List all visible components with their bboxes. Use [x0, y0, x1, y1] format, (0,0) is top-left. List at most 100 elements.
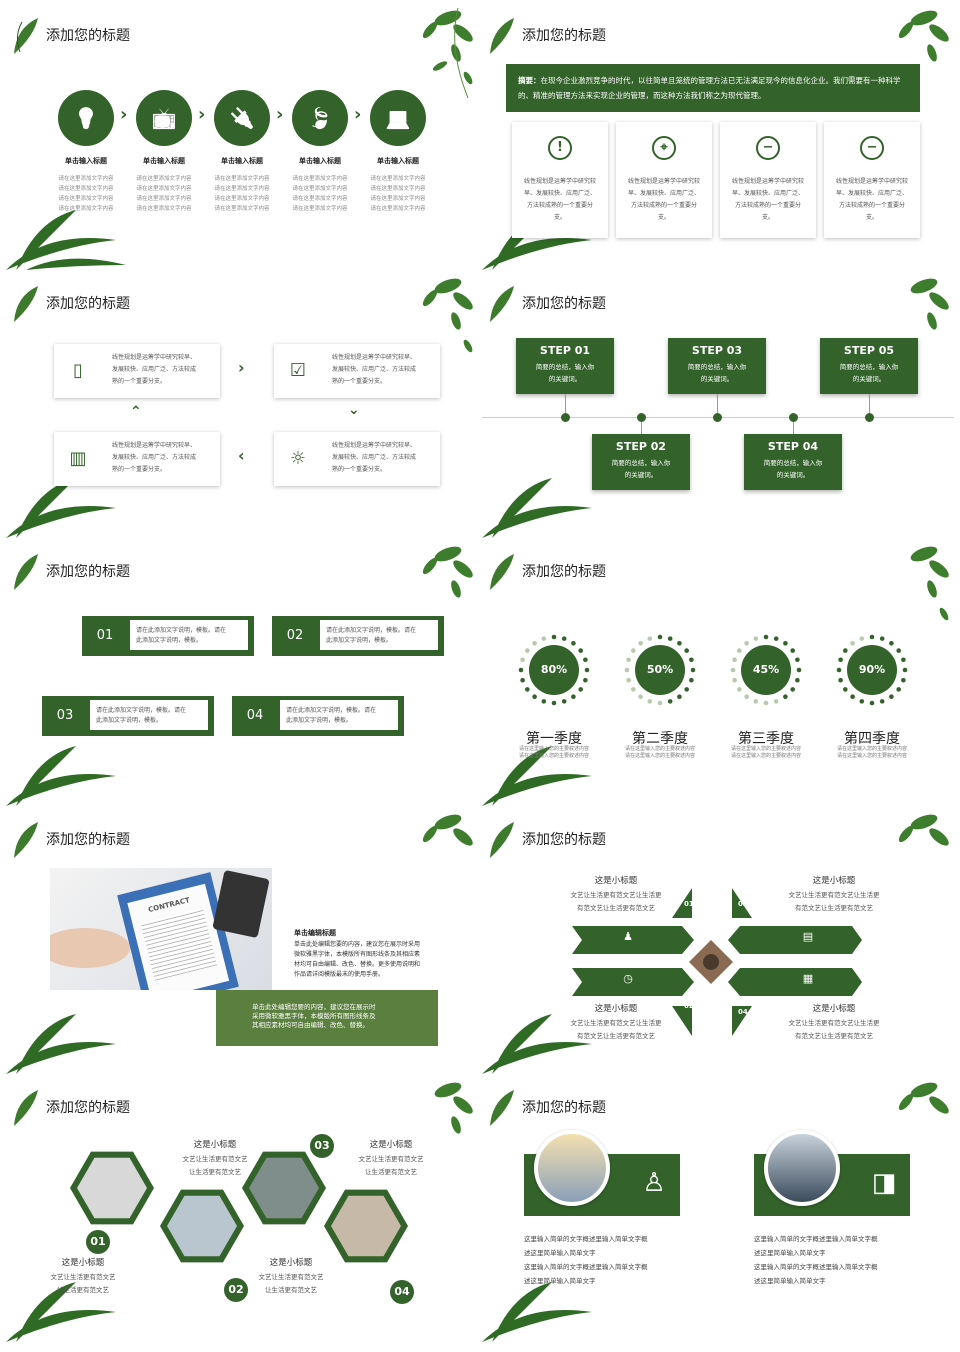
card-text: 线性规划是运筹学中研究较早、发展较快、应用广泛、方法较成熟的一个重要分支。: [731, 178, 804, 221]
ring-dot: [902, 667, 908, 673]
ring-dot: [667, 699, 673, 704]
arrow-item-text: 这是小标题文艺让生活更有范文艺让生活更有范文艺让生活更有范文艺: [550, 874, 682, 915]
leaf-decoration: [14, 1090, 38, 1126]
text-line: 单击此处编辑您要的内容，建议您在展示时: [252, 1003, 376, 1011]
abstract-banner: 摘要：在现今企业激烈竞争的时代，以往简单且笼统的管理方法已无法满足现今的信息化企…: [506, 64, 920, 112]
info-card: minus-circle-icon−线性规划是运筹学中研究较早、发展较快、应用广…: [720, 122, 816, 238]
ring-dot: [795, 677, 800, 683]
text-line: 发展较快、应用广泛、方法较成: [112, 366, 197, 373]
text-line: 材均可自由编辑、改色、替换。更多使用说明和: [294, 961, 421, 968]
text-line: 请在这里添加文字内容: [136, 206, 192, 212]
ring-dot: [532, 641, 537, 646]
ring-dot: [578, 687, 583, 692]
item-title: 这是小标题: [812, 1004, 856, 1014]
timeline-dot: [561, 413, 570, 422]
item-body: 请在这里添加文字内容请在这里添加文字内容请在这里添加文字内容请在这里添加文字内容: [280, 174, 360, 214]
column-text: 这里输入简单的文字概述里输入简单文字概述这里简单输入简单文字这里输入简单的文字概…: [524, 1232, 692, 1288]
item-title: 这是小标题: [269, 1258, 313, 1268]
ring-dot: [795, 657, 800, 663]
text-line: 请在这里添加文字内容: [370, 176, 426, 182]
timeline-dot: [865, 413, 874, 422]
item-number: 01: [96, 628, 114, 643]
ring-dot: [657, 634, 663, 640]
ring-dot: [889, 641, 894, 646]
step-label: STEP 02: [615, 440, 667, 453]
ring-dot: [520, 677, 525, 683]
ring-dot: [584, 667, 590, 673]
text-line: 让生活更有范文艺: [265, 1286, 317, 1294]
process-circle: plug-icon🔌: [214, 90, 270, 146]
text-line: 文艺让生活更有范文艺: [358, 1155, 424, 1163]
text-line: 请在这里添加文字内容: [214, 196, 270, 202]
fern-decoration: [6, 210, 126, 270]
leaf-decoration: [14, 822, 38, 858]
text-line: 熟的一个重要分支。: [112, 378, 167, 385]
text-line: 请在此添加文字说明，模板。请在: [326, 627, 417, 634]
item-text: 请在此添加文字说明，模板。请在此添加文字说明，模板。: [130, 620, 248, 650]
text-line: 这里输入简单的文字概述里输入简单文字概: [524, 1235, 648, 1243]
step-text: 简要的总结，输入你的关键词。: [516, 361, 614, 385]
chevron-right-icon: ›: [276, 104, 284, 125]
text-line: 请在这里输入您的主要叙述内容: [730, 746, 801, 752]
ring-dot: [583, 657, 588, 663]
text-line: 发展较快、应用广泛、方法较成: [112, 454, 197, 461]
item-number: 01: [684, 900, 694, 908]
hex-item-text: 这是小标题文艺让生活更有范文艺让生活更有范文艺: [170, 1138, 260, 1179]
timeline-connector: [717, 394, 718, 413]
percent-ring: [730, 634, 802, 706]
screen-check-icon: screen-check-icon☑: [289, 360, 307, 381]
ring-dot: [773, 636, 779, 641]
vine-decoration: [422, 814, 473, 846]
text-line: 其相应素材均可自由编辑、改色、替换。: [252, 1021, 369, 1029]
text-line: 这里输入简单的文字概述里输入简单文字概: [754, 1263, 878, 1271]
timeline-dot: [713, 413, 722, 422]
text-line: 有范文艺让生活更有范文艺: [577, 1032, 655, 1040]
arrow-up-icon: ⌃: [130, 404, 142, 420]
item-number: 04: [738, 1008, 748, 1016]
number-badge: [86, 1230, 110, 1254]
slide-10: 添加您的标题 presenter-icon♙这里输入简单的文字概述里输入简单文字…: [482, 1080, 954, 1342]
number-badge: [310, 1134, 334, 1158]
text-line: 文艺让生活更有范文艺让生活更: [788, 891, 880, 899]
card-text: 线性规划是运筹学中研究较早、发展较快、应用广泛、方法较成熟的一个重要分支。: [835, 178, 908, 221]
item-body: 文艺让生活更有范文艺让生活更有范文艺: [346, 1153, 436, 1179]
text-line: 此添加文字说明，模板。: [286, 717, 353, 724]
text-line: 请在这里添加文字内容: [370, 206, 426, 212]
ring-dot: [763, 700, 769, 706]
ring-dot: [571, 641, 576, 646]
vine-decoration: [910, 278, 949, 330]
ring-dot: [859, 636, 865, 641]
item-number: 02: [684, 1002, 694, 1010]
fern-decoration: [6, 478, 116, 538]
text-box: 单击此处编辑您要的内容，建议您在展示时采用微软雅黑字体，本模版所有图形线条及其相…: [216, 990, 438, 1046]
text-line: 有范文艺让生活更有范文艺: [577, 904, 655, 912]
ring-dot: [730, 667, 736, 673]
badge-number: 03: [314, 1139, 330, 1152]
slide-2: 添加您的标题 摘要：在现今企业激烈竞争的时代，以往简单且笼统的管理方法已无法满足…: [482, 8, 954, 270]
text-line: 文艺让生活更有范文艺让生活更: [570, 891, 662, 899]
fern-decoration: [6, 1282, 116, 1342]
numbered-item: 01 请在此添加文字说明，模板。请在此添加文字说明，模板。: [82, 616, 254, 656]
slide-title: 添加您的标题: [522, 296, 606, 312]
ring-dot: [850, 641, 855, 646]
slide-title: 添加您的标题: [46, 832, 130, 848]
text-line: 请在此添加文字说明，模板。请在: [96, 707, 187, 714]
hexagon-photo: [77, 1157, 147, 1219]
badge-number: 01: [90, 1235, 106, 1248]
ring-dot: [626, 677, 631, 683]
vine-decoration: [898, 1082, 949, 1114]
text-line: 线性规划是运筹学中研究较早、: [112, 442, 197, 449]
arrow-right-icon: ›: [238, 358, 245, 377]
item-body: 请在这里添加文字内容请在这里添加文字内容请在这里添加文字内容请在这里添加文字内容: [46, 174, 126, 214]
timeline-connector: [869, 394, 870, 413]
item-number: 03: [738, 900, 748, 908]
percent-label: 80%: [540, 663, 568, 676]
item-body: 文艺让生活更有范文艺让生活更有范文艺让生活更有范文艺: [768, 1017, 900, 1043]
vine-decoration: [898, 10, 949, 62]
slide-title: 添加您的标题: [46, 1100, 130, 1116]
text-line: 有范文艺让生活更有范文艺: [795, 1032, 873, 1040]
text-line: 请在这里添加文字内容: [58, 186, 114, 192]
